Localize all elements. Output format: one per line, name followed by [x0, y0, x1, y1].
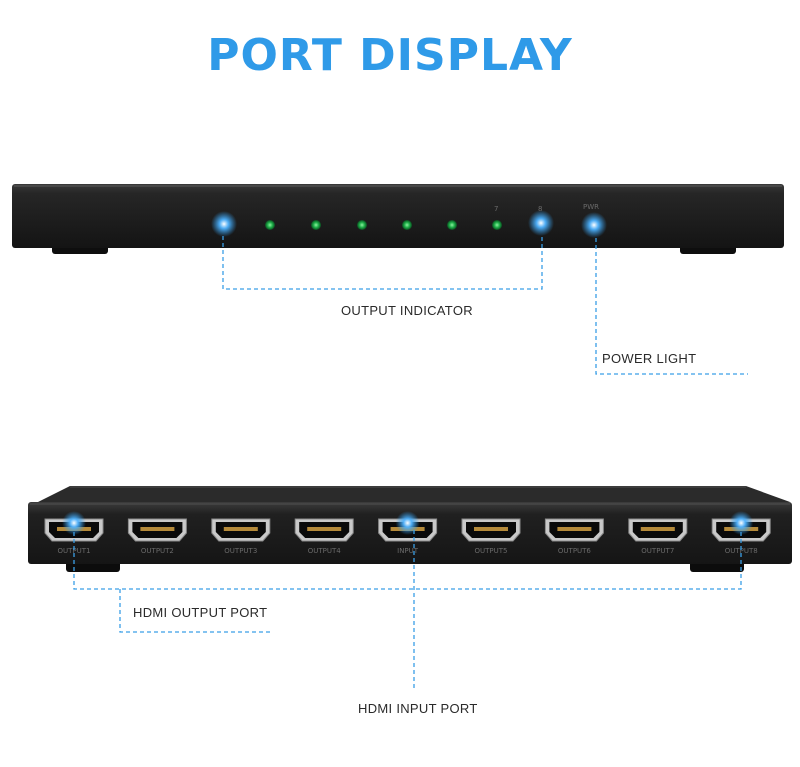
- front-callout-lines: [222, 236, 748, 375]
- led-2: [265, 220, 275, 230]
- hdmi-port-output2: OUTPUT2: [127, 518, 187, 555]
- led-6: [447, 220, 457, 230]
- hdmi-port-label: OUTPUT5: [475, 547, 508, 555]
- hdmi-port-output6: OUTPUT6: [544, 518, 604, 555]
- hdmi-output-bracket: [73, 532, 742, 590]
- hdmi-connector-pins: [640, 527, 675, 531]
- hdmi-port-label: OUTPUT8: [725, 547, 758, 555]
- power-light-leader: [595, 238, 748, 375]
- led-4: [357, 220, 367, 230]
- hdmi-connector-pins: [307, 527, 342, 531]
- hdmi-port-row: OUTPUT1 OUTPUT2 OUTPUT3 OUTPUT4 INPUT OUTPUT5…: [44, 511, 771, 555]
- hdmi-input-port-label: HDMI INPUT PORT: [358, 701, 478, 716]
- output-indicator-label: OUTPUT INDICATOR: [341, 303, 473, 318]
- hdmi-port-highlight: [729, 511, 754, 535]
- led-label-8: 8: [538, 205, 542, 213]
- power-led-highlight: [581, 212, 607, 238]
- hdmi-port-label: OUTPUT7: [641, 547, 674, 555]
- led-7: [492, 220, 502, 230]
- front-body: [12, 184, 784, 248]
- power-light-label: POWER LIGHT: [602, 351, 697, 366]
- hdmi-port-label: INPUT: [397, 547, 419, 555]
- hdmi-port-input: INPUT: [378, 511, 438, 555]
- led-label-7: 7: [494, 205, 498, 213]
- rear-panel: OUTPUT1 OUTPUT2 OUTPUT3 OUTPUT4 INPUT OUTPUT5…: [28, 486, 792, 572]
- hdmi-port-output5: OUTPUT5: [461, 518, 521, 555]
- hdmi-connector-pins: [140, 527, 175, 531]
- led-3: [311, 220, 321, 230]
- hdmi-port-label: OUTPUT3: [224, 547, 257, 555]
- hdmi-output-leader: [119, 589, 270, 633]
- hdmi-port-output1: OUTPUT1: [44, 511, 104, 555]
- hdmi-port-output3: OUTPUT3: [211, 518, 271, 555]
- hdmi-port-label: OUTPUT6: [558, 547, 592, 555]
- led-1-highlight: [211, 211, 237, 237]
- rear-callout-lines: [73, 530, 742, 690]
- hdmi-port-output8: OUTPUT8: [711, 511, 771, 555]
- hdmi-connector-pins: [223, 527, 258, 531]
- power-label: PWR: [583, 203, 599, 211]
- hdmi-output-port-label: HDMI OUTPUT PORT: [133, 605, 268, 620]
- led-8-highlight: [528, 210, 554, 236]
- hdmi-port-highlight: [62, 511, 86, 535]
- led-5: [402, 220, 412, 230]
- page-title: PORT DISPLAY: [207, 30, 573, 81]
- hdmi-port-label: OUTPUT4: [308, 547, 342, 555]
- hdmi-port-output7: OUTPUT7: [628, 518, 688, 555]
- hdmi-connector-pins: [474, 527, 508, 531]
- hdmi-port-output4: OUTPUT4: [294, 518, 354, 555]
- front-panel: 7 8 PWR: [12, 184, 784, 254]
- hdmi-port-label: OUTPUT1: [58, 547, 91, 555]
- rear-lid: [30, 486, 790, 506]
- output-indicator-bracket: [222, 236, 543, 290]
- hdmi-port-highlight: [395, 511, 420, 535]
- hdmi-port-label: OUTPUT2: [141, 547, 174, 555]
- hdmi-connector-pins: [557, 527, 592, 531]
